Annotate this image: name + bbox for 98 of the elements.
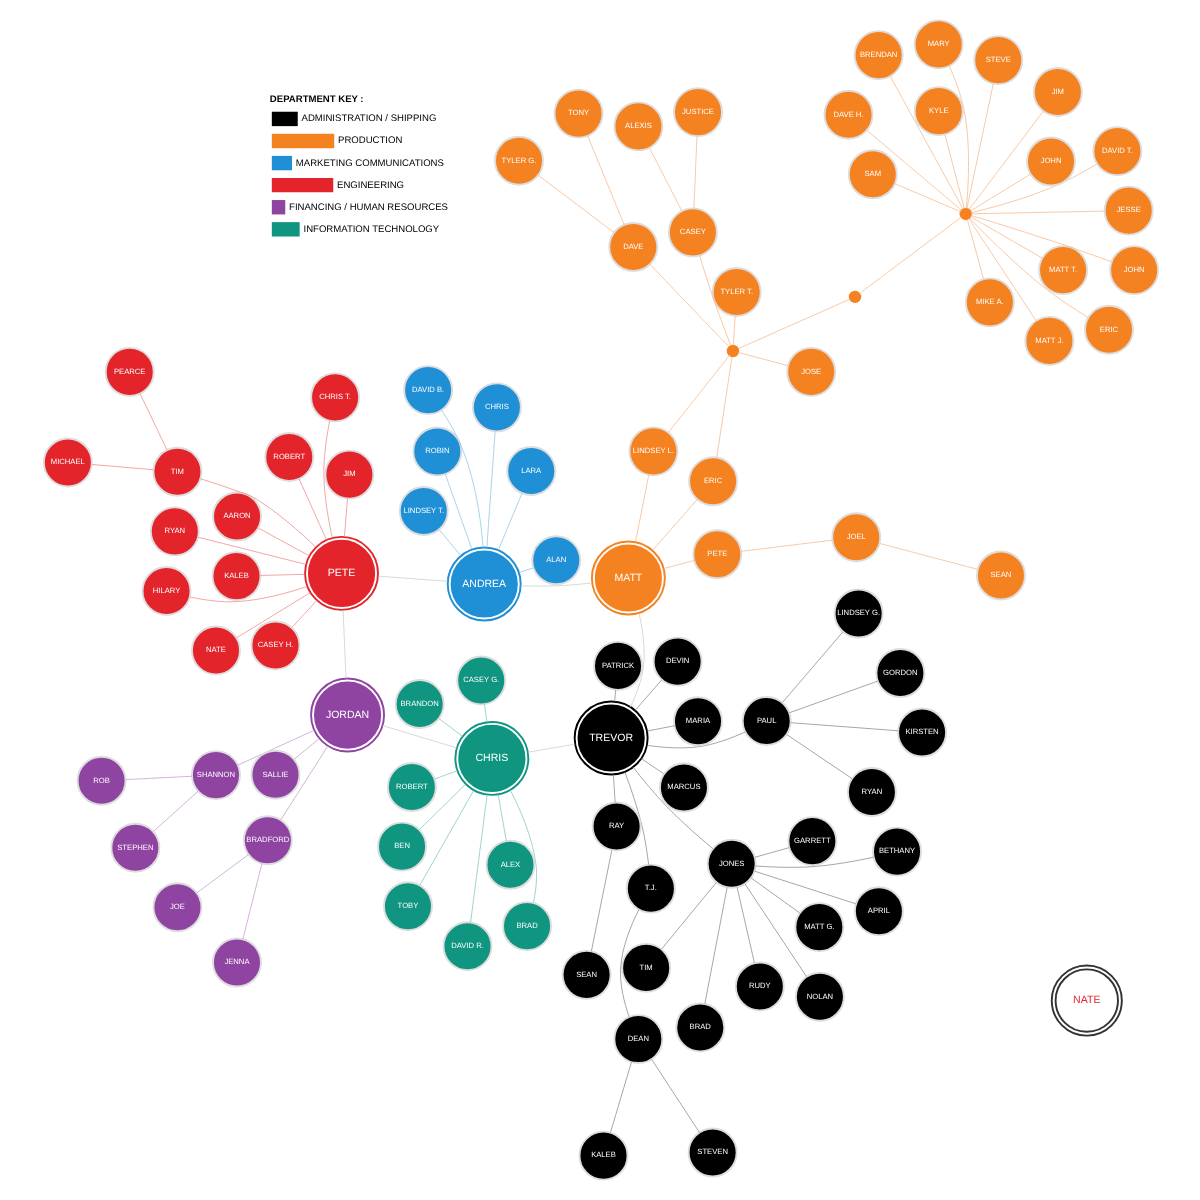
connector <box>297 478 326 541</box>
connector <box>858 216 961 294</box>
connector <box>631 766 713 849</box>
connector <box>878 543 977 570</box>
connector <box>613 689 616 702</box>
connector <box>753 870 856 905</box>
connector <box>648 264 729 348</box>
connector <box>437 718 462 737</box>
connector <box>90 464 153 471</box>
connector <box>418 790 474 886</box>
connector <box>703 887 727 1004</box>
connector <box>519 582 592 587</box>
connector <box>968 217 1088 318</box>
connector <box>609 1061 631 1133</box>
connector <box>781 631 843 703</box>
connector <box>443 473 472 550</box>
connector <box>736 352 788 366</box>
connector <box>749 877 799 914</box>
connector <box>440 409 483 548</box>
connector <box>279 745 328 821</box>
connector <box>968 173 1030 212</box>
connector <box>151 790 198 832</box>
connector <box>628 612 644 708</box>
connector <box>648 147 682 212</box>
connector <box>969 215 1111 263</box>
connector <box>526 743 575 753</box>
connector <box>967 218 1036 322</box>
connector <box>969 163 1097 214</box>
connector <box>731 315 735 346</box>
connector <box>735 887 754 964</box>
connector <box>739 539 832 552</box>
connector <box>660 882 716 950</box>
connector <box>753 847 789 858</box>
connector <box>969 210 1104 215</box>
connector <box>893 183 961 213</box>
connector <box>343 498 347 538</box>
connector <box>485 431 495 548</box>
connector <box>965 83 993 209</box>
connector <box>969 216 1042 259</box>
connector <box>341 609 346 679</box>
node-circle <box>725 344 739 358</box>
connector <box>754 856 873 868</box>
connector <box>138 393 167 451</box>
connector <box>667 354 729 433</box>
connector <box>967 110 1043 210</box>
connector <box>692 135 697 209</box>
connector <box>483 703 487 723</box>
connector <box>662 560 694 569</box>
connector <box>199 478 316 548</box>
connector <box>322 420 332 539</box>
connector <box>195 854 248 894</box>
connector <box>433 770 457 780</box>
connector <box>619 909 639 1018</box>
connector <box>590 849 612 952</box>
connector <box>537 175 614 233</box>
connector <box>651 499 697 551</box>
node-circle <box>958 207 971 221</box>
connector <box>417 783 466 831</box>
connector <box>736 298 850 350</box>
connector <box>508 789 536 904</box>
connector <box>235 592 310 639</box>
connector <box>517 567 533 573</box>
connector <box>241 863 262 940</box>
connector <box>943 134 964 210</box>
connector <box>633 679 661 711</box>
connector <box>888 75 963 210</box>
connector <box>586 135 624 226</box>
connector <box>947 65 968 209</box>
connector <box>623 771 648 865</box>
connector <box>612 774 615 803</box>
connector <box>965 218 983 280</box>
connector <box>715 356 732 458</box>
connector <box>785 734 852 779</box>
connector <box>496 493 522 551</box>
connector <box>124 775 192 780</box>
connector <box>188 586 307 603</box>
connector <box>496 794 506 842</box>
connector <box>789 722 898 732</box>
connector <box>236 729 314 766</box>
connector <box>865 130 961 211</box>
connector <box>290 600 316 628</box>
connector <box>640 758 664 775</box>
connector <box>698 255 731 347</box>
connector <box>469 794 487 923</box>
connector <box>257 527 309 557</box>
connector <box>788 680 877 714</box>
connector <box>376 575 447 582</box>
connector <box>645 725 674 732</box>
connector <box>437 529 461 556</box>
connector <box>196 536 306 565</box>
connector <box>634 474 649 543</box>
node-circle <box>847 290 861 304</box>
connector <box>645 731 745 749</box>
connector <box>743 883 806 977</box>
connector <box>259 573 305 576</box>
connector <box>292 738 319 760</box>
connector <box>381 725 456 749</box>
connector <box>650 1059 699 1133</box>
